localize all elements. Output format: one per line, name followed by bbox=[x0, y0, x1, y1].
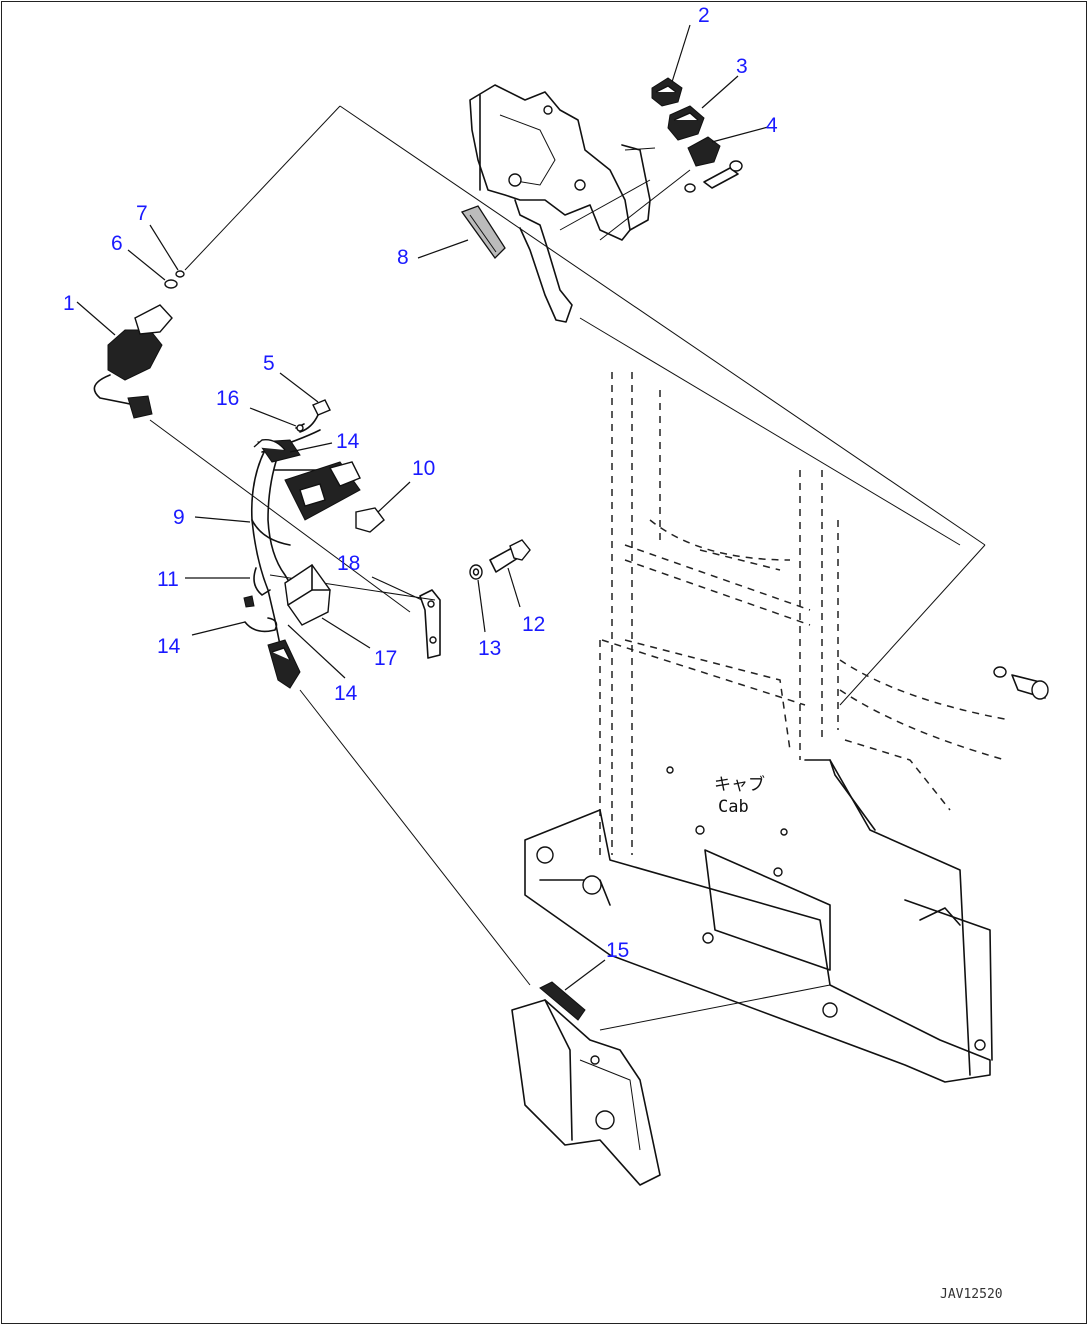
callout-18: 18 bbox=[337, 552, 360, 575]
cab-label-jp: キャブ bbox=[714, 774, 765, 795]
callout-10: 10 bbox=[412, 457, 435, 480]
cab-label-en: Cab bbox=[718, 797, 749, 817]
part-9-harness bbox=[250, 429, 361, 656]
cab-frame bbox=[599, 372, 1049, 855]
part-3-switch bbox=[667, 105, 705, 141]
part-17-relay bbox=[284, 564, 331, 626]
part-5-clip bbox=[299, 399, 331, 433]
cab-base bbox=[524, 759, 993, 1083]
cab-label: キャブ Cab bbox=[714, 774, 765, 817]
part-14-band-lower bbox=[244, 617, 278, 633]
callout-13: 13 bbox=[478, 637, 501, 660]
part-10-nut bbox=[355, 507, 385, 533]
callout-14-lower-right: 14 bbox=[334, 682, 358, 705]
part-18-stay bbox=[419, 589, 441, 659]
part-14-connector-lower bbox=[267, 639, 301, 689]
part-1-switch bbox=[93, 304, 173, 419]
callout-12: 12 bbox=[522, 613, 545, 636]
callout-14-lower-left: 14 bbox=[157, 635, 181, 658]
callout-4: 4 bbox=[766, 114, 778, 137]
callout-8: 8 bbox=[397, 246, 409, 269]
callout-11: 11 bbox=[157, 568, 179, 591]
callout-5: 5 bbox=[263, 352, 275, 375]
part-4-cover bbox=[687, 136, 721, 167]
callout-7: 7 bbox=[136, 202, 148, 225]
callout-9: 9 bbox=[173, 506, 185, 529]
part-16-screw bbox=[295, 423, 305, 432]
part-6-washer bbox=[164, 279, 178, 289]
part-12-bolt bbox=[489, 539, 531, 573]
callout-16: 16 bbox=[216, 387, 239, 410]
lower-bracket bbox=[511, 999, 661, 1186]
part-15-pad bbox=[539, 981, 586, 1021]
part-13-washer bbox=[469, 564, 483, 580]
part-11-clamp bbox=[243, 567, 271, 608]
drawing-code: JAV12520 bbox=[940, 1287, 1003, 1302]
callout-17: 17 bbox=[374, 647, 397, 670]
callout-6: 6 bbox=[111, 232, 123, 255]
callout-labels: 2 3 4 8 7 6 1 5 16 14 10 9 18 11 12 13 1… bbox=[63, 4, 778, 962]
callout-14-upper: 14 bbox=[336, 430, 360, 453]
part-7-pin bbox=[175, 270, 185, 278]
part-2-switch bbox=[651, 77, 683, 107]
bolt-upper-right bbox=[684, 160, 743, 193]
assembly-reference-lines bbox=[149, 105, 986, 1031]
callout-3: 3 bbox=[736, 55, 748, 78]
callout-15: 15 bbox=[606, 939, 629, 962]
callout-2: 2 bbox=[698, 4, 710, 27]
callout-1: 1 bbox=[63, 292, 75, 315]
leader-lines bbox=[76, 24, 769, 991]
part-8-pad bbox=[460, 205, 506, 260]
upper-bracket bbox=[469, 84, 656, 323]
